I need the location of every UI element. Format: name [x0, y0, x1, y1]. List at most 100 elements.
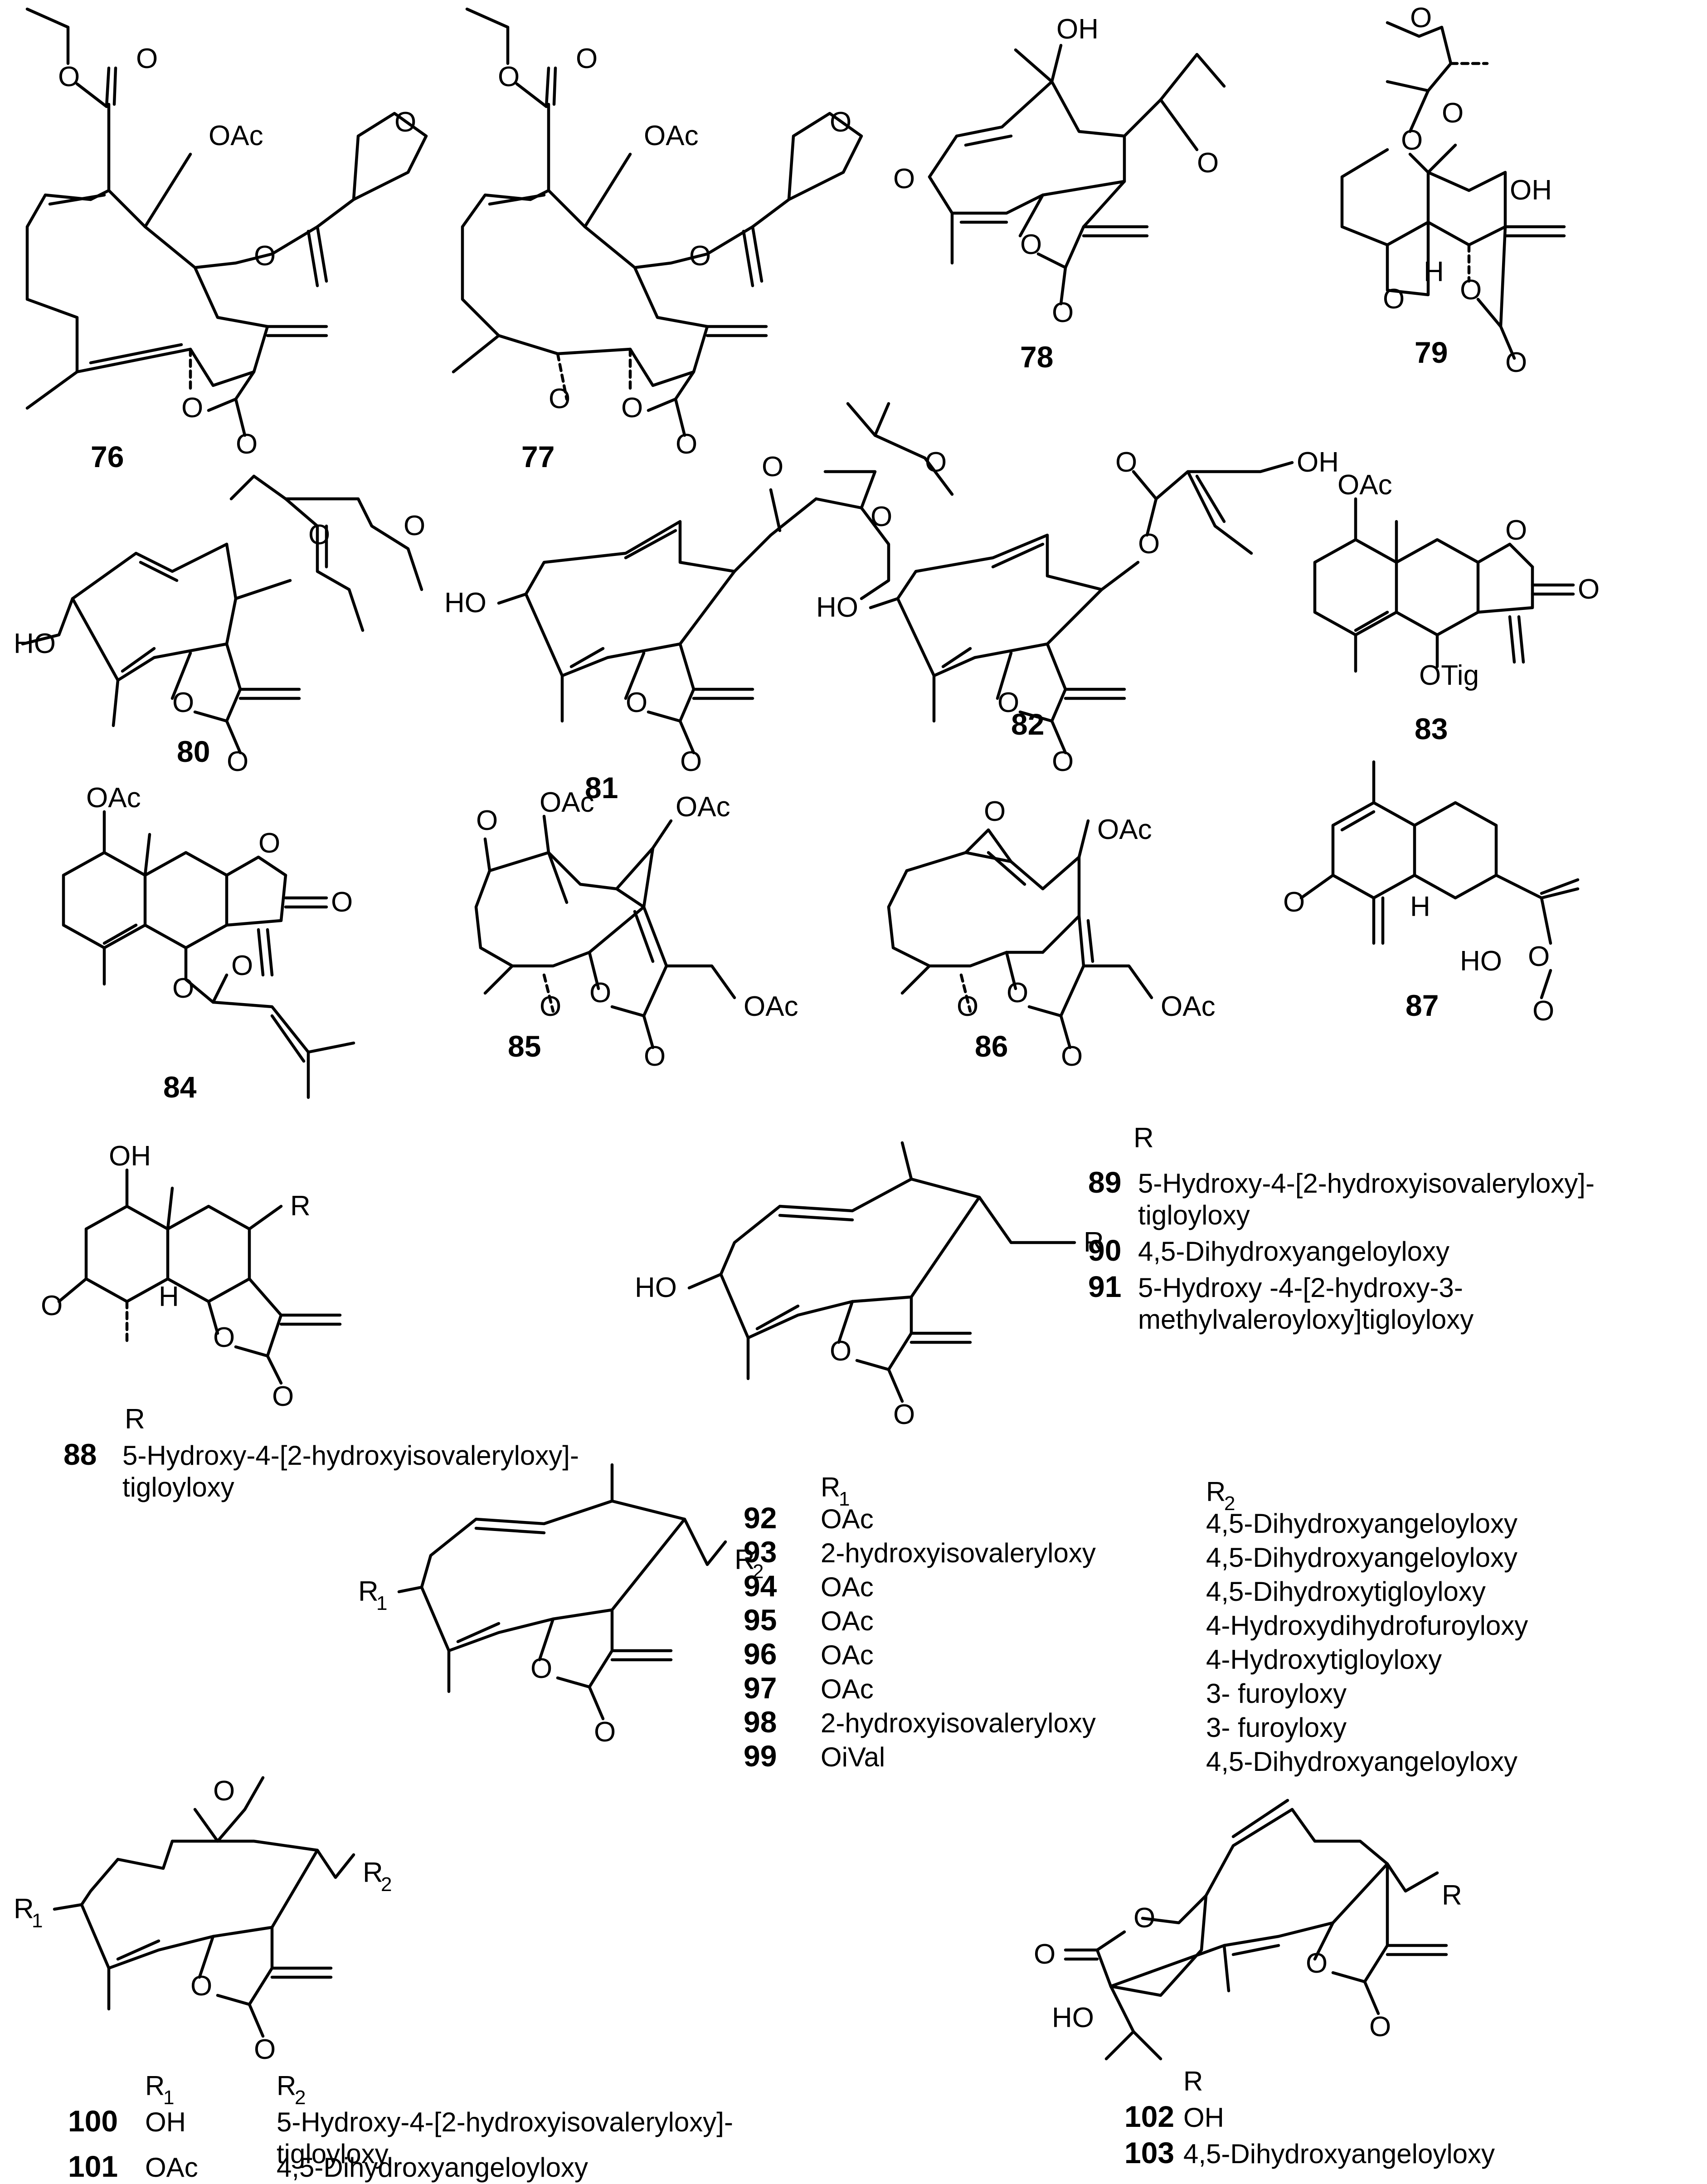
atom-o: O	[925, 447, 947, 478]
atom-o: O	[1578, 574, 1600, 605]
compound-number: 83	[1415, 712, 1448, 746]
atom-o: O	[680, 746, 702, 777]
row91-line2: methylvaleroyloxy]tigloyloxy	[1138, 1304, 1474, 1335]
atom-o: O	[331, 887, 353, 918]
structure-77: O O OAc O O O O O 77	[452, 7, 863, 473]
block102-header: R	[1183, 2066, 1203, 2096]
row92-r2: 4,5-Dihydroxyangeloyloxy	[1206, 1508, 1517, 1539]
compound-number: 85	[508, 1029, 541, 1063]
compound-number: 103	[1124, 2136, 1174, 2169]
structure-80: O O HO O O 80	[14, 474, 425, 777]
atom-o: O	[830, 107, 851, 138]
atom-r2-sub: 2	[753, 1560, 764, 1583]
substituent-oac: OAc	[644, 120, 699, 151]
row103-r: 4,5-Dihydroxyangeloyloxy	[1183, 2139, 1495, 2169]
r1-header: R	[145, 2071, 165, 2101]
atom-o: O	[830, 1336, 851, 1367]
row100-r2-line1: 5-Hydroxy-4-[2-hydroxyisovaleryloxy]-	[277, 2107, 733, 2137]
row100-r2-line2: tigloyloxy	[277, 2139, 389, 2169]
r2-header-sub: 2	[1224, 1492, 1235, 1515]
atom-o: O	[997, 687, 1019, 718]
atom-r1-sub: 1	[32, 1910, 43, 1932]
compound-number: 90	[1088, 1233, 1121, 1267]
compound-number: 98	[744, 1705, 777, 1739]
atom-o: O	[258, 828, 280, 859]
substituent-oh: OH	[1510, 175, 1552, 206]
structure-84: OAc O O O O 84	[62, 782, 355, 1104]
row91-line1: 5-Hydroxy -4-[2-hydroxy-3-	[1138, 1272, 1463, 1303]
substituent-oac: OAc	[209, 120, 263, 151]
atom-o: O	[871, 501, 892, 532]
compound-number: 97	[744, 1671, 777, 1705]
substituent-oac: OAc	[744, 991, 798, 1022]
structure-100-101: O R 2 R 1 O O R 1 R 2 100 OH 5-Hydroxy-4…	[14, 1775, 733, 2169]
row99-r1: OiVal	[821, 1742, 885, 1772]
atom-r1: R	[358, 1576, 379, 1607]
atom-o: O	[476, 805, 498, 836]
r1-header: R	[821, 1472, 840, 1502]
structure-79: O O O OH O H O O 79	[1340, 2, 1566, 378]
compound-number: 79	[1415, 336, 1448, 369]
structure-102-103: R O O HO O O R 102 OH 103 4,5-Dihydroxya…	[1034, 1799, 1495, 2169]
row102-r: OH	[1183, 2102, 1224, 2133]
atom-h: H	[1424, 256, 1444, 288]
atom-o: O	[689, 240, 711, 272]
row92-r1: OAc	[821, 1504, 874, 1534]
atom-o: O	[1197, 147, 1219, 179]
row89-line2: tigloyloxy	[1138, 1200, 1250, 1230]
structure-88: OH R O H O O R 88 5-Hydroxy-4-[2-hydroxy…	[41, 1141, 579, 1502]
substituent-oac: OAc	[540, 787, 594, 818]
block88-line1: 5-Hydroxy-4-[2-hydroxyisovaleryloxy]-	[122, 1440, 579, 1471]
atom-r1: R	[14, 1893, 34, 1925]
atom-o: O	[626, 687, 647, 718]
atom-h: H	[159, 1281, 179, 1312]
atom-r1-sub: 1	[376, 1592, 387, 1614]
atom-o: O	[1410, 2, 1432, 34]
atom-o: O	[957, 991, 978, 1022]
atom-o: O	[254, 240, 276, 272]
atom-r: R	[1442, 1880, 1462, 1911]
compound-number: 93	[744, 1535, 777, 1569]
atom-o: O	[172, 973, 194, 1004]
compound-number: 84	[163, 1070, 197, 1104]
substituent-oh: OH	[1297, 447, 1339, 478]
structure-85: O OAc OAc O O O OAc 85	[474, 787, 798, 1072]
row95-r1: OAc	[821, 1606, 874, 1636]
row-101: 101 OAc 4,5-Dihydroxyangeloyloxy	[68, 2150, 588, 2183]
compound-number: 81	[585, 771, 618, 804]
compound-number: 88	[63, 1438, 97, 1471]
compound-number: 82	[1011, 707, 1044, 741]
atom-o: O	[181, 392, 203, 424]
atom-o: O	[1383, 283, 1405, 315]
atom-r2: R	[734, 1544, 755, 1575]
substituent-oac: OAc	[676, 791, 730, 823]
compound-number: 87	[1405, 989, 1439, 1022]
atom-r2-sub: 2	[381, 1873, 392, 1896]
atom-o: O	[190, 1970, 212, 2002]
substituent-ho: HO	[1052, 2002, 1094, 2033]
structure-83: OAc OTig O O 83	[1313, 469, 1600, 746]
compound-number: 91	[1088, 1270, 1121, 1303]
substituent-ho: HO	[14, 628, 56, 659]
atom-r2: R	[363, 1857, 383, 1888]
substituent-ho: HO	[816, 592, 858, 623]
compound-number: 96	[744, 1637, 777, 1671]
substituent-otig: OTig	[1419, 660, 1479, 691]
atom-o: O	[227, 746, 248, 777]
substituent-oac: OAc	[1337, 469, 1392, 501]
structure-92-99: R 2 R 1 O O R 1 R 2 92 OAc 4,5-Dihydroxy…	[358, 1463, 1528, 1777]
row97-r2: 3- furoyloxy	[1206, 1678, 1347, 1709]
row94-r1: OAc	[821, 1572, 874, 1602]
structure-81: O O O HO O O 81	[444, 402, 954, 804]
atom-o: O	[498, 61, 520, 93]
row97-r1: OAc	[821, 1674, 874, 1704]
atom-o: O	[594, 1716, 616, 1748]
r2-header: R	[1206, 1477, 1226, 1507]
row96-r2: 4-Hydroxytigloyloxy	[1206, 1644, 1442, 1675]
atom-o: O	[893, 1399, 915, 1430]
structure-82: OH O O HO O O 82	[816, 447, 1339, 777]
atom-o: O	[1401, 125, 1423, 156]
atom-o: O	[213, 1775, 235, 1807]
atom-o: O	[394, 107, 416, 138]
